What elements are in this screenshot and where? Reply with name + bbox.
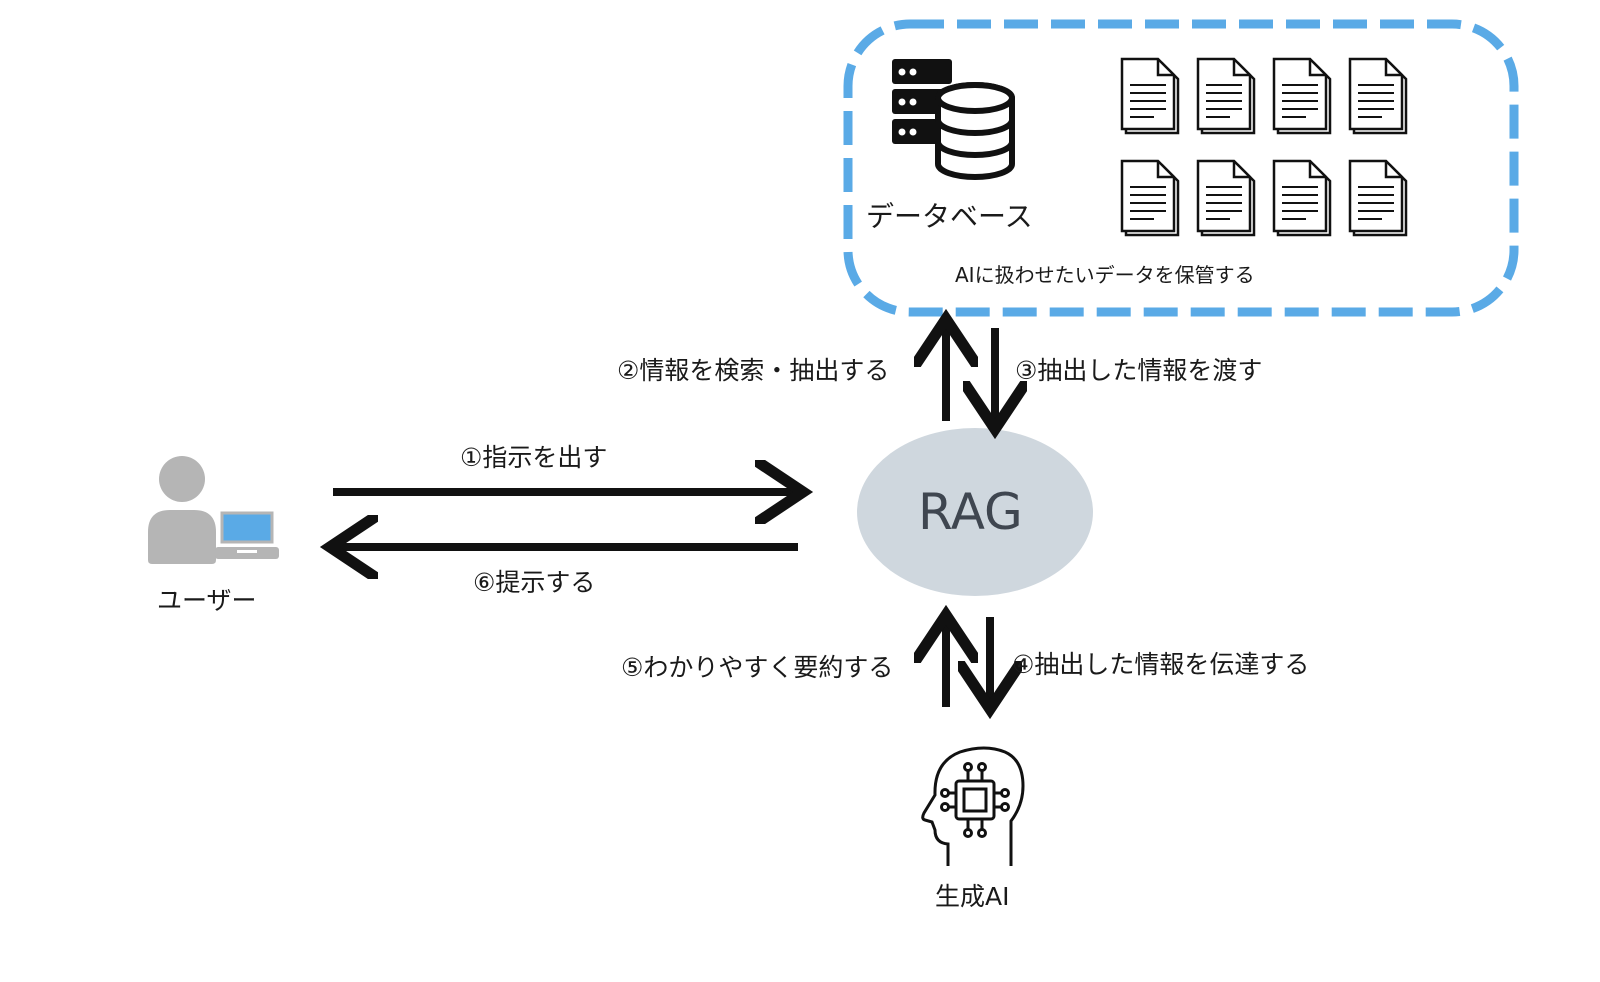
document-icon [1120,57,1180,135]
rag-label: RAG [918,483,1023,541]
user-label: ユーザー [157,586,257,615]
database-caption: AIに扱わせたいデータを保管する [955,263,1255,287]
document-icons [1120,57,1408,237]
rag-node [857,428,1093,596]
document-icon [1348,57,1408,135]
database-server-icon [892,59,1015,180]
document-icon [1120,159,1180,237]
step5-label: ⑤わかりやすく要約する [621,653,894,682]
arrows [333,327,995,707]
user-icon [148,456,279,564]
database-container [843,19,1519,317]
step2-label: ②情報を検索・抽出する [617,356,890,385]
step4-label: ④抽出した情報を伝達する [1012,650,1310,679]
document-icon [1348,159,1408,237]
document-icon [1196,159,1256,237]
step3-label: ③抽出した情報を渡す [1015,356,1263,385]
ai-head-chip-icon [921,746,1025,866]
ai-label: 生成AI [935,882,1010,911]
database-label: データベース [866,200,1033,233]
document-icon [1272,57,1332,135]
document-icon [1272,159,1332,237]
document-icon [1196,57,1256,135]
step6-label: ⑥提示する [473,568,596,597]
step1-label: ①指示を出す [460,443,608,472]
